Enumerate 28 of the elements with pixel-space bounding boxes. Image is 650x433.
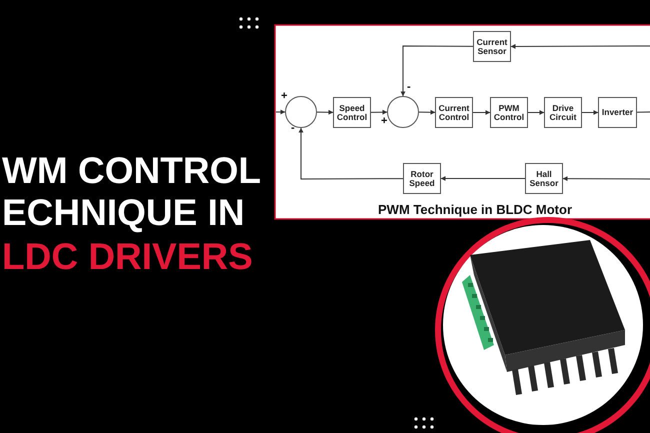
process-box: Inverter (598, 97, 637, 128)
arrow (298, 128, 404, 180)
process-box: Current Sensor (473, 31, 511, 62)
arrow (582, 110, 598, 115)
arrow (370, 110, 388, 115)
arrow (472, 110, 490, 115)
sign-label: - (291, 123, 295, 134)
sign-label: - (407, 82, 411, 93)
arrow (562, 176, 650, 182)
sign-label: + (281, 91, 288, 102)
process-box: Current Control (435, 97, 473, 128)
diagram-caption: PWM Technique in BLDC Motor (378, 202, 572, 217)
arrow (510, 44, 650, 49)
headline: WM CONTROL (2, 152, 261, 189)
arrow (316, 110, 334, 115)
process-box: Drive Circuit (544, 97, 582, 128)
process-box: Hall Sensor (525, 163, 563, 194)
sign-label: + (381, 116, 388, 127)
process-box: Speed Control (333, 97, 371, 128)
arrow (418, 110, 436, 115)
process-box: PWM Control (490, 97, 528, 128)
headline: ECHNIQUE IN (2, 194, 245, 231)
arrow (440, 176, 526, 181)
arrow (528, 110, 544, 115)
headline: LDC DRIVERS (2, 238, 253, 275)
arrow (400, 46, 474, 96)
arrow (276, 110, 286, 114)
process-box: Rotor Speed (403, 163, 441, 194)
